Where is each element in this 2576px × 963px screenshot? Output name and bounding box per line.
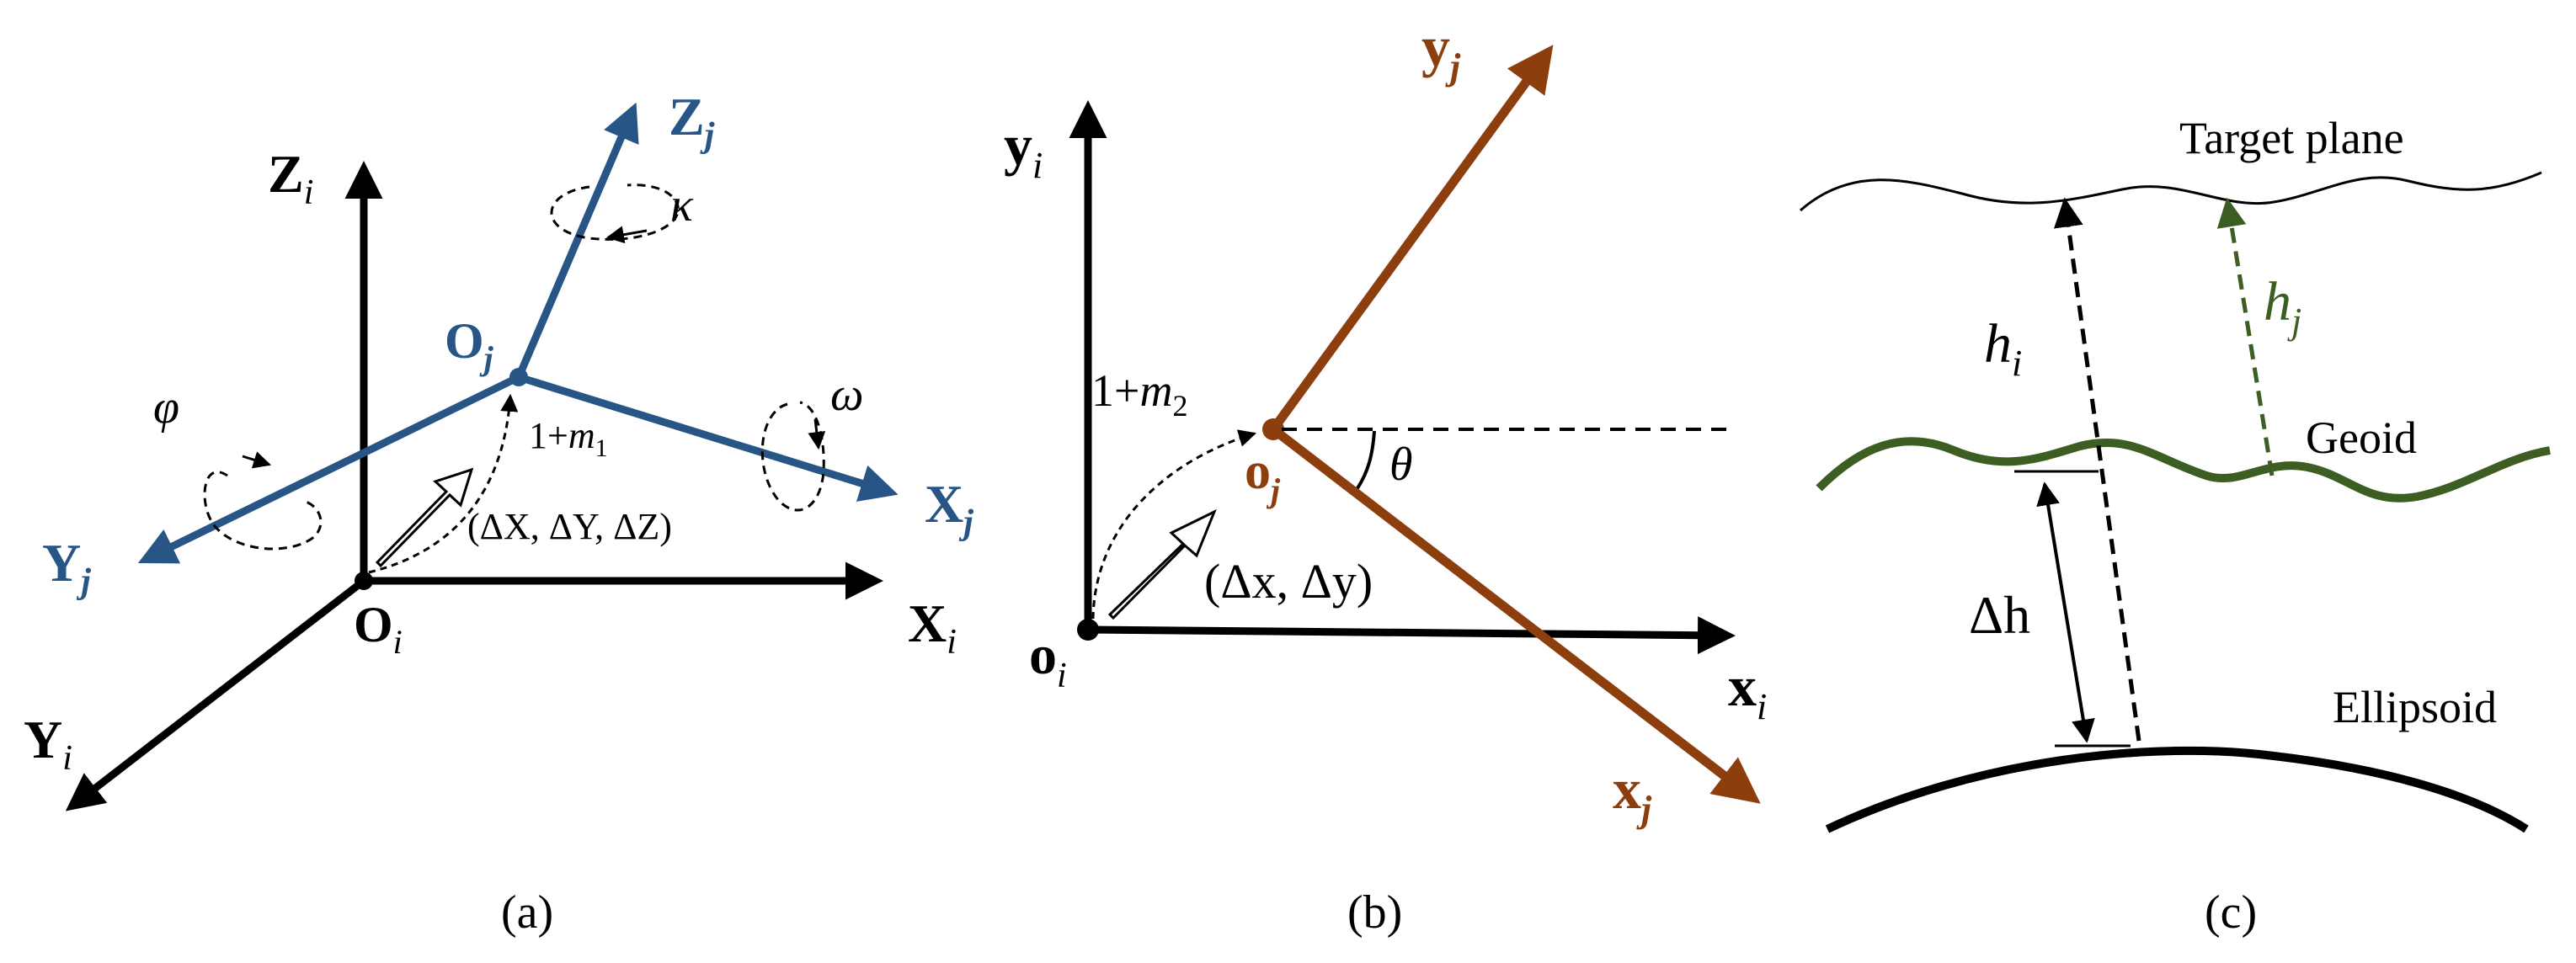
ellipsoid-curve <box>1825 746 2529 833</box>
axis-xi <box>1087 616 1736 655</box>
axis-Zj <box>515 102 639 379</box>
label-kappa: κ <box>670 179 694 231</box>
label-Zj: Zj <box>669 87 715 155</box>
hj-dashed-arrow <box>2216 197 2275 476</box>
label-Yi: Yi <box>24 710 72 778</box>
label-dh: Δh <box>1969 585 2030 645</box>
label-xi: xi <box>1728 654 1767 727</box>
origin-Oj-dot <box>509 368 528 386</box>
label-theta: θ <box>1389 439 1413 491</box>
label-scale-m1: 1+m1 <box>529 415 608 462</box>
rotation-kappa-ellipse <box>550 184 680 241</box>
rotation-phi-arrow <box>242 451 272 469</box>
target-plane-curve <box>1800 171 2542 212</box>
axis-Yi <box>65 577 366 811</box>
label-yj: yj <box>1421 14 1461 88</box>
label-yi: yi <box>1004 113 1043 186</box>
label-translation-3d: (ΔX, ΔY, ΔZ) <box>467 506 672 547</box>
label-Yj: Yj <box>42 533 91 601</box>
rotation-omega-ellipse <box>760 401 825 512</box>
translation-hollow-arrow <box>375 467 474 568</box>
label-Xi: Xi <box>908 593 957 662</box>
hi-dashed-arrow <box>2053 197 2141 742</box>
scale-dashed-arrow <box>368 393 519 574</box>
axis-Xj <box>517 373 899 502</box>
label-oi: oi <box>1029 625 1067 695</box>
label-phi: φ <box>153 381 179 434</box>
origin-oj-dot <box>1262 418 1284 440</box>
rotation-omega-arrow <box>808 418 826 450</box>
theta-arc <box>1356 430 1376 490</box>
panel-b: yi xi oi yj xj oj θ 1+m2 (Δx, Δy) (b) <box>1004 14 1767 939</box>
label-oj: oj <box>1245 443 1281 509</box>
scale-dashed-arrow-2d <box>1091 429 1257 620</box>
label-hj: hj <box>2264 271 2301 342</box>
rotation-kappa-arrow <box>605 226 648 244</box>
label-Oj: Oj <box>445 313 494 377</box>
label-scale-m2: 1+m2 <box>1091 365 1187 423</box>
label-Oi: Oi <box>354 597 403 661</box>
dh-double-arrow <box>2036 482 2095 743</box>
axis-xj <box>1270 425 1761 804</box>
label-ellipsoid: Ellipsoid <box>2333 682 2497 732</box>
origin-oi-dot <box>1077 619 1099 641</box>
label-geoid: Geoid <box>2306 412 2417 463</box>
label-xj: xj <box>1613 757 1652 830</box>
label-Zi: Zi <box>268 144 313 212</box>
label-hi: hi <box>1984 313 2022 384</box>
origin-Oi-dot <box>355 572 373 590</box>
axis-Yj <box>137 373 520 564</box>
label-Xj: Xj <box>925 474 973 542</box>
caption-b: (b) <box>1347 886 1402 939</box>
panel-a: Zi Xi Yi Oi Zj Xj Yj Oj κ ω φ 1+m1 (ΔX, … <box>24 87 973 939</box>
rotation-phi-ellipse <box>203 471 323 551</box>
label-target-plane: Target plane <box>2179 113 2404 163</box>
translation-hollow-arrow-2d <box>1107 508 1217 620</box>
caption-a: (a) <box>501 886 553 939</box>
label-omega: ω <box>830 369 864 421</box>
panel-c: Target plane Geoid Ellipsoid hi hj Δh (c… <box>1800 113 2551 939</box>
geoid-curve <box>1816 437 2551 503</box>
axis-yj <box>1269 45 1554 433</box>
caption-c: (c) <box>2205 886 2257 939</box>
label-translation-2d: (Δx, Δy) <box>1204 554 1373 609</box>
